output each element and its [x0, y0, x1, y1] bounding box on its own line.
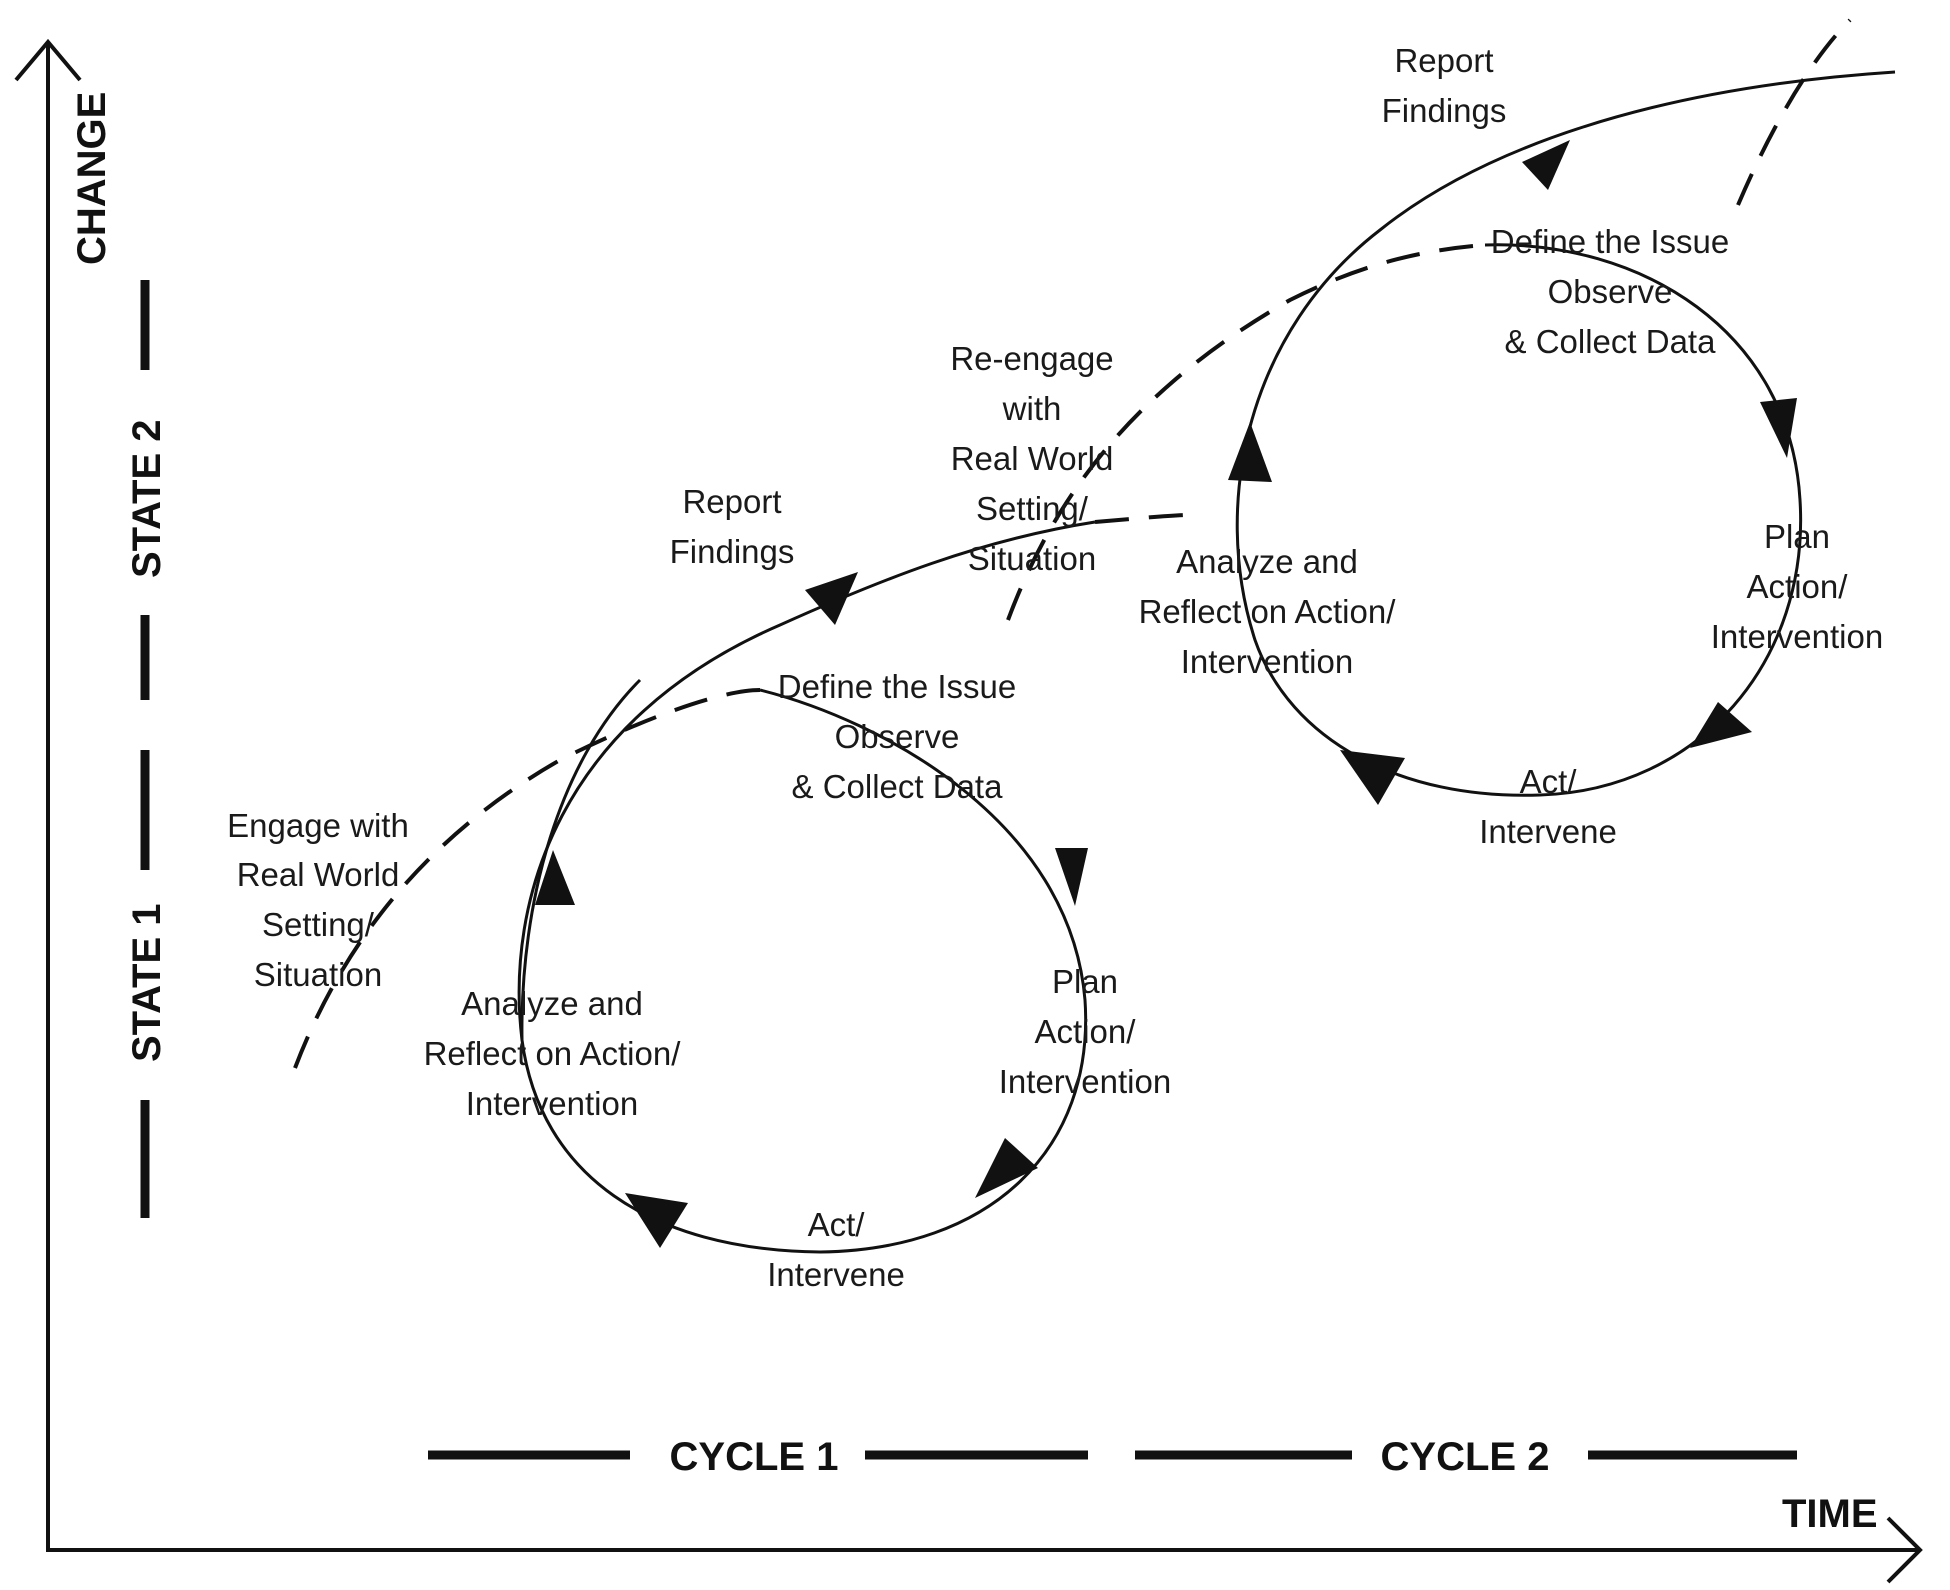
cycle-2-circle: [1235, 70, 1896, 797]
c2-plan-line-3: Intervention: [1711, 618, 1883, 655]
engagement-paths: [293, 18, 1852, 1069]
reengage-line-3: Real World: [951, 440, 1114, 477]
cycle-1-loop: [517, 520, 1096, 1254]
reengage-label: Re-engage with Real World Setting/ Situa…: [950, 340, 1113, 577]
c2-act-line-2: Intervene: [1479, 813, 1617, 850]
reengage-line-2: with: [1002, 390, 1062, 427]
reengage-line-4: Setting/: [976, 490, 1089, 527]
arrow-act-c1-icon: [975, 1138, 1038, 1198]
state-1-label: STATE 1: [125, 903, 169, 1062]
c2-analyze-line-1: Analyze and: [1176, 543, 1358, 580]
c1-define-line-1: Define the Issue: [778, 668, 1016, 705]
c2-plan-line-2: Action/: [1747, 568, 1849, 605]
cycle-2-label: CYCLE 2: [1381, 1435, 1550, 1479]
engage-label: Engage with Real World Setting/ Situatio…: [227, 807, 409, 993]
engage-line-1: Engage with: [227, 807, 409, 844]
arrow-plan-c2-icon: [1760, 398, 1797, 458]
c1-analyze-line-2: Reflect on Action/: [424, 1035, 682, 1072]
c1-plan-line-1: Plan: [1052, 963, 1118, 1000]
c2-analyze-line-3: Intervention: [1181, 643, 1353, 680]
axes: CHANGE TIME: [14, 38, 1923, 1584]
state-2-label: STATE 2: [125, 419, 169, 578]
c1-analyze-line-1: Analyze and: [461, 985, 643, 1022]
c2-define-line-2: Observe: [1548, 273, 1673, 310]
c1-act-line-1: Act/: [808, 1206, 866, 1243]
engage-line-3: Setting/: [262, 906, 375, 943]
arrow-define-c2-icon: [1228, 422, 1272, 482]
y-axis-arrow-icon: [14, 38, 82, 82]
arrow-act-c2-icon: [1690, 702, 1752, 748]
arrow-report-c1-icon: [805, 572, 858, 625]
c1-act-line-2: Intervene: [767, 1256, 905, 1293]
c1-plan-line-2: Action/: [1035, 1013, 1137, 1050]
cycle-1-labels: Report Findings Define the Issue Observe…: [424, 483, 1172, 1293]
engage-dashed-curve-1: [293, 688, 761, 1069]
arrow-report-c2-icon: [1522, 140, 1570, 190]
reengage-dashed-curve: [1006, 243, 1486, 621]
cycle-1-label: CYCLE 1: [670, 1435, 839, 1479]
c1-report-line-1: Report: [682, 483, 781, 520]
reengage-line-5: Situation: [968, 540, 1096, 577]
reengage-line-1: Re-engage: [950, 340, 1113, 377]
c1-define-line-3: & Collect Data: [792, 768, 1004, 805]
y-axis-label: CHANGE: [70, 92, 114, 265]
c2-define-line-3: & Collect Data: [1505, 323, 1717, 360]
c2-act-line-1: Act/: [1520, 763, 1578, 800]
state-markers: STATE 2 STATE 1: [125, 280, 169, 1218]
arrow-analyze-c2-icon: [1340, 750, 1405, 805]
c2-report-line-2: Findings: [1382, 92, 1507, 129]
c1-analyze-line-3: Intervention: [466, 1085, 638, 1122]
cycle-1-circle: [517, 520, 1096, 1254]
cycle-2-loop: [1228, 70, 1896, 805]
c1-plan-line-3: Intervention: [999, 1063, 1171, 1100]
cycle-markers: CYCLE 1 CYCLE 2: [428, 1435, 1797, 1479]
arrow-plan-c1-icon: [1055, 848, 1088, 906]
cycle-2-labels: Report Findings Define the Issue Observe…: [1139, 42, 1884, 850]
c2-define-line-1: Define the Issue: [1491, 223, 1729, 260]
reengage-dashed-curve-2: [1736, 18, 1852, 206]
report-link-dash: [1094, 513, 1186, 524]
c1-report-line-2: Findings: [670, 533, 795, 570]
x-axis-arrow-icon: [1886, 1516, 1923, 1584]
arrow-define-c1-icon: [535, 850, 575, 905]
cycle-1-to-report: [520, 678, 642, 1041]
c2-analyze-line-2: Reflect on Action/: [1139, 593, 1397, 630]
engage-line-2: Real World: [237, 856, 400, 893]
arrow-analyze-c1-icon: [625, 1193, 688, 1248]
c2-report-line-1: Report: [1394, 42, 1493, 79]
c1-define-line-2: Observe: [835, 718, 960, 755]
c2-plan-line-1: Plan: [1764, 518, 1830, 555]
engage-line-4: Situation: [254, 956, 382, 993]
x-axis-label: TIME: [1782, 1492, 1878, 1536]
